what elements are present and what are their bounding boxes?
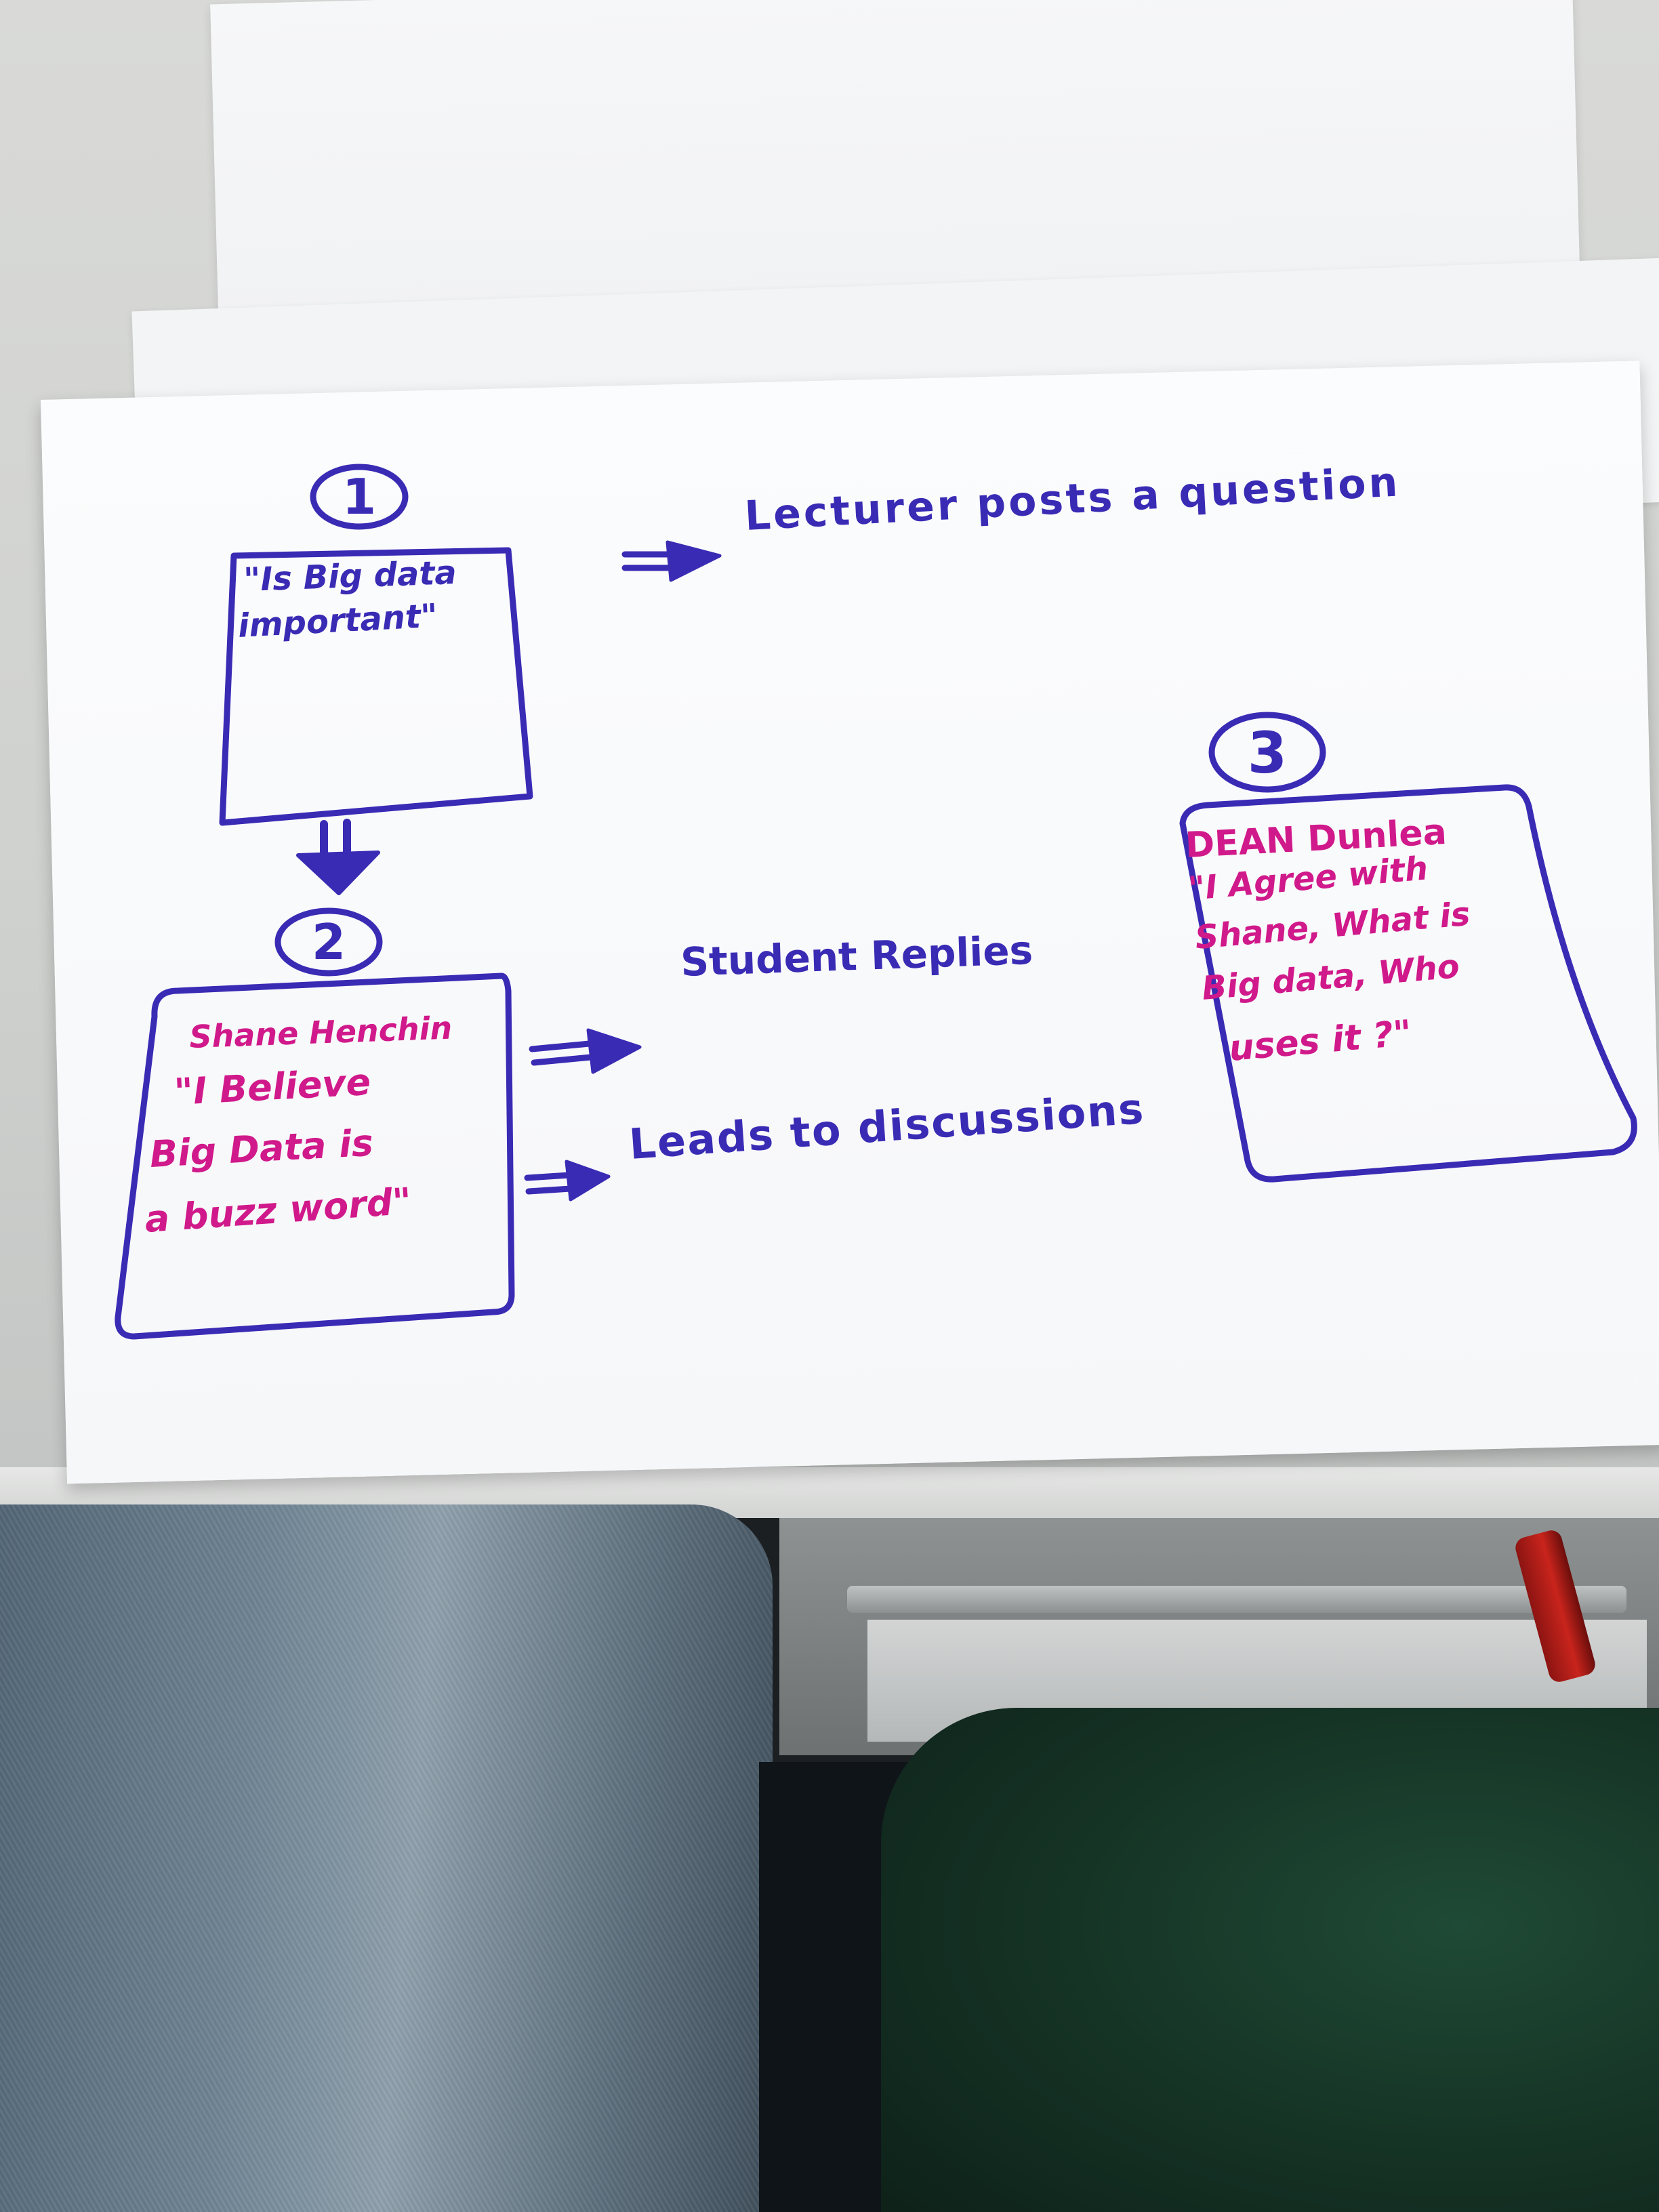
box-3-outline [1179, 784, 1637, 1183]
arrow-down-head [296, 851, 380, 895]
step-2-circle [274, 907, 383, 977]
green-cloth [881, 1708, 1659, 2212]
arrow-right-icon-3 [524, 1160, 611, 1202]
label-lecturer-posts: Lecturer posts a question [743, 458, 1401, 540]
box-1-outline [219, 547, 533, 826]
jeans-leg [0, 1504, 773, 2212]
box-2-line-1: "I Believe [173, 1061, 371, 1113]
arrow-right-icon-1 [621, 540, 722, 582]
box-1-line-2: important" [237, 597, 438, 645]
arrow-right-icon-2 [529, 1028, 642, 1074]
step-1-number: 1 [342, 468, 376, 525]
box-2-line-3: a buzz word" [144, 1180, 413, 1241]
box-2-name: Shane Henchin [188, 1009, 453, 1055]
box-2-line-2: Big Data is [148, 1122, 374, 1176]
desk-rail [847, 1586, 1626, 1613]
step-3-number: 3 [1248, 720, 1287, 786]
step-2-number: 2 [312, 914, 346, 970]
label-student-replies: Student Replies [680, 927, 1033, 985]
label-leads-to-discussions: Leads to discussions [628, 1084, 1146, 1169]
box-3-line-2: Shane, What is [1193, 895, 1471, 957]
box-3-line-3: Big data, Who [1200, 947, 1461, 1008]
box-3-line-4: uses it ?" [1227, 1013, 1414, 1069]
box-1-line-1: "Is Big data [243, 554, 457, 599]
box-2-outline [115, 972, 515, 1340]
step-3-circle [1208, 712, 1326, 793]
step-1-circle [310, 464, 409, 530]
